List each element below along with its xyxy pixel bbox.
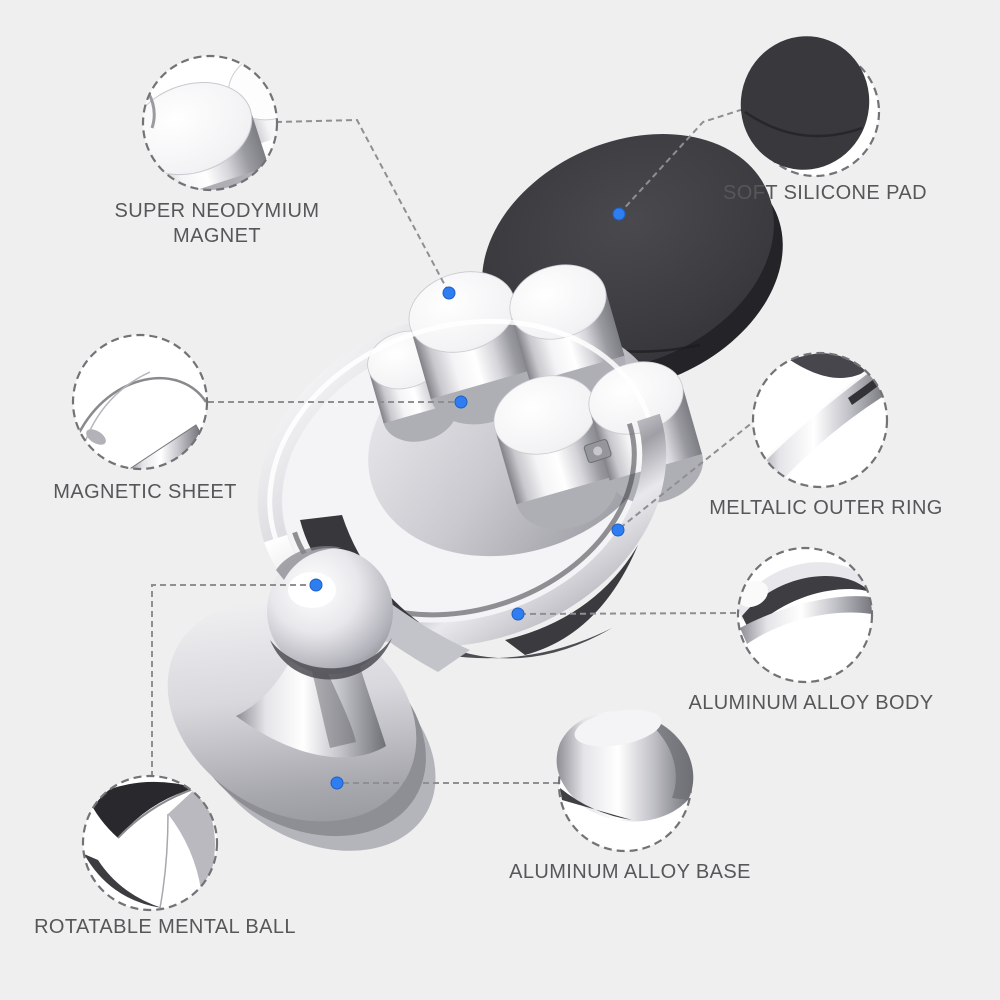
label-aluminum-alloy-body: ALUMINUM ALLOY BODY bbox=[688, 692, 934, 714]
label-aluminum-alloy-base: ALUMINUM ALLOY BASE bbox=[509, 861, 751, 883]
inset-ball bbox=[81, 774, 219, 912]
metallic-head bbox=[257, 264, 703, 659]
label-meltalic-outer-ring: MELTALIC OUTER RING bbox=[709, 497, 943, 519]
leader-magnet bbox=[275, 118, 450, 294]
dot-base bbox=[330, 776, 344, 790]
metal-ball bbox=[267, 546, 393, 680]
dot-magnet bbox=[442, 286, 456, 300]
inset-body bbox=[736, 546, 874, 684]
dot-ring bbox=[611, 523, 625, 537]
inset-base bbox=[556, 709, 694, 853]
dot-ball bbox=[309, 578, 323, 592]
inset-sheet bbox=[71, 333, 209, 471]
dot-sheet bbox=[454, 395, 468, 409]
leader-ring bbox=[619, 421, 754, 529]
label-rotatable-mental-ball: ROTATABLE MENTAL BALL bbox=[34, 916, 296, 938]
inset-pad bbox=[740, 36, 881, 178]
leader-ball bbox=[151, 584, 316, 776]
label-soft-silicone-pad: SOFT SILICONE PAD bbox=[723, 182, 927, 204]
label-super-neodymium-magnet: SUPER NEODYMIUM MAGNET bbox=[114, 200, 320, 247]
label-magnetic-sheet: MAGNETIC SHEET bbox=[53, 481, 237, 503]
screw-detail bbox=[583, 439, 612, 464]
leader-pad bbox=[618, 106, 751, 215]
dot-pad bbox=[612, 207, 626, 221]
callout-dots bbox=[309, 207, 626, 790]
inset-ring bbox=[751, 351, 889, 489]
dot-body bbox=[511, 607, 525, 621]
leader-lines bbox=[151, 106, 754, 784]
leader-body bbox=[519, 612, 739, 615]
